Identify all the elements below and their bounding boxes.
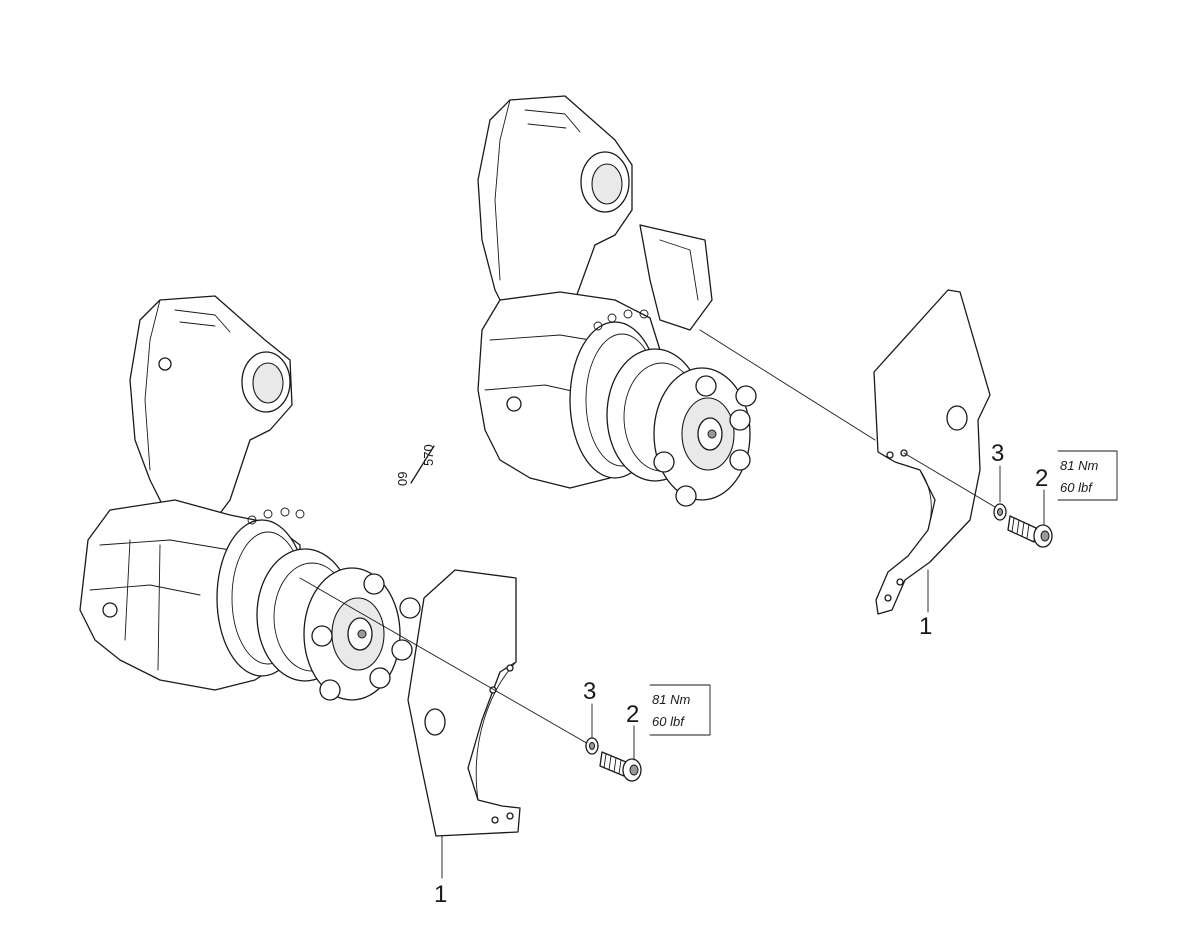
callouts-right: 1 3 2 81 Nm 60 lbf [919, 440, 1118, 640]
callout-washer-right: 3 [991, 440, 1004, 467]
flange-nuts-right [653, 375, 757, 507]
callout-screw-left: 2 [626, 701, 639, 728]
washer-right [993, 503, 1007, 521]
drawing-reference: 09 570 [395, 444, 436, 486]
callout-screw-right: 2 [1035, 465, 1048, 492]
cover-plate-left [407, 569, 521, 837]
reference-bottom: 570 [421, 444, 436, 466]
cover-plate-right [873, 289, 991, 615]
callout-plate-left: 1 [434, 881, 447, 908]
washer-left [585, 737, 599, 755]
reference-top: 09 [395, 472, 410, 486]
adjuster-assembly-left [79, 295, 421, 701]
torque-imperial-right: 60 lbf [1060, 480, 1093, 495]
screw-right [1007, 515, 1053, 548]
callouts-left: 1 3 2 81 Nm 60 lbf [434, 678, 711, 908]
torque-metric-right: 81 Nm [1060, 458, 1098, 473]
torque-imperial-left: 60 lbf [652, 714, 685, 729]
adjuster-assembly-right [477, 95, 757, 507]
torque-metric-left: 81 Nm [652, 692, 690, 707]
flange-nuts-left [311, 573, 421, 701]
screw-left [599, 751, 642, 782]
callout-washer-left: 3 [583, 678, 596, 705]
callout-plate-right: 1 [919, 613, 932, 640]
